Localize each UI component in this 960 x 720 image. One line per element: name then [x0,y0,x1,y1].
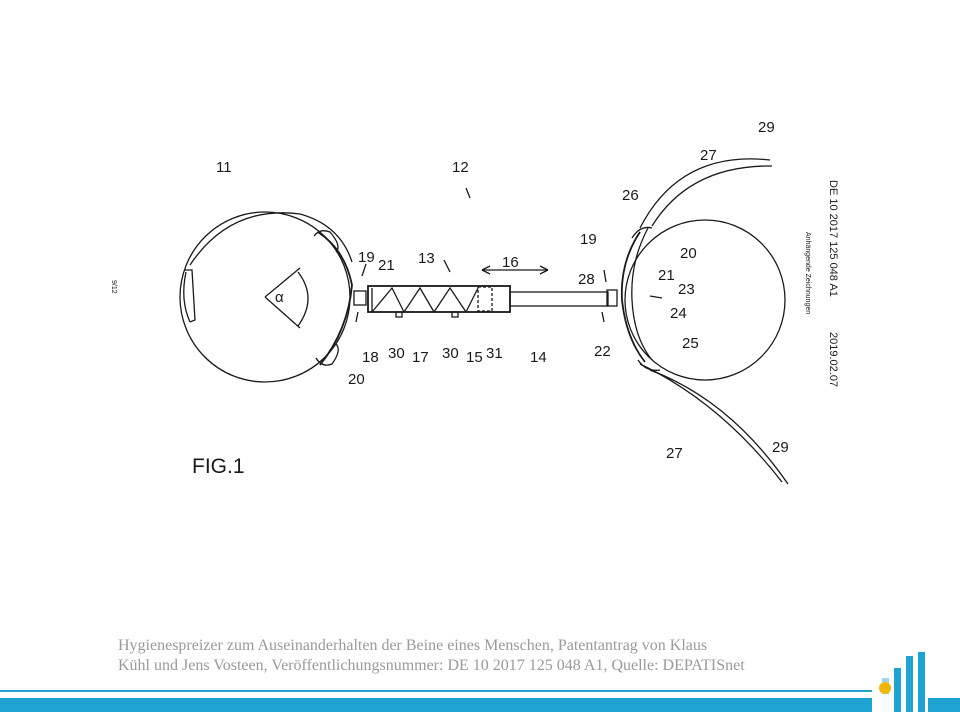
caption-line-1: Hygienespreizer zum Auseinanderhalten de… [118,637,708,654]
angle-alpha-label: α [275,289,284,306]
ref-18: 18 [362,349,379,366]
ref-11: 11 [216,159,232,176]
ref-17: 17 [412,349,429,366]
footer-thin-bar [0,690,872,692]
ref-24: 24 [670,305,687,322]
ref-26: 26 [622,187,639,204]
spreader-assembly [353,187,663,323]
footer-main-bar [0,698,872,712]
ref-12: 12 [452,159,469,176]
side-publication-date: 2019.02.07 [827,332,839,387]
ref-23: 23 [678,281,695,298]
pharma-logo-icon [879,652,925,712]
patent-drawing: 11 12 13 16 19 21 18 20 30 17 30 15 31 1… [110,119,839,485]
ref-30-b: 30 [442,345,459,362]
side-publication-number: DE 10 2017 125 048 A1 [827,180,839,297]
ref-22: 22 [594,343,611,360]
figure-label: FIG.1 [192,455,245,478]
ref-27-bottom: 27 [666,445,683,462]
ref-19-right: 19 [580,231,597,248]
ref-21-left: 21 [378,257,395,274]
ref-29-top: 29 [758,119,775,136]
ref-14: 14 [530,349,547,366]
ref-21-right: 21 [658,267,675,284]
page-marker: 9/12 [110,280,117,294]
ref-25: 25 [682,335,699,352]
slide-caption: Hygienespreizer zum Auseinanderhalten de… [118,636,878,676]
ref-20-right: 20 [680,245,697,262]
ref-13: 13 [418,250,435,267]
right-leg-cross-section [620,158,789,485]
ref-31: 31 [486,345,503,362]
ref-29-bottom: 29 [772,439,789,456]
ref-30-a: 30 [388,345,405,362]
side-annex-label: Anhängende Zeichnungen [804,232,811,314]
ref-16: 16 [502,254,519,271]
ref-19-left: 19 [358,249,375,266]
caption-line-2: Kühl und Jens Vosteen, Veröffentlichungs… [118,657,745,674]
left-leg-cross-section [179,211,353,383]
footer-right-bar [928,698,960,712]
ref-15: 15 [466,349,483,366]
ref-27-top: 27 [700,147,717,164]
ref-28: 28 [578,271,595,288]
ref-20-left: 20 [348,371,365,388]
